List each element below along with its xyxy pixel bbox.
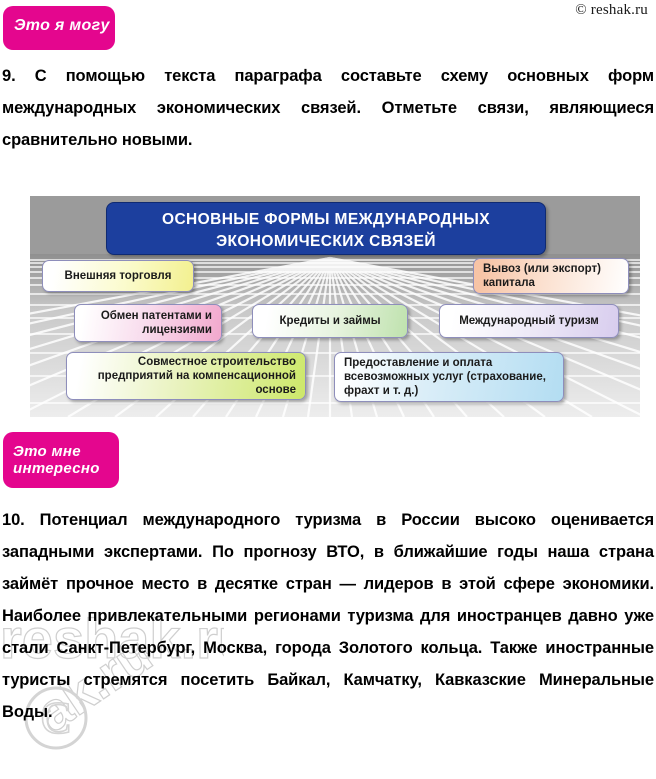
- badge-i-can-do-label: Это я могу: [14, 17, 110, 34]
- badge-interesting-line-2: интересно: [13, 460, 100, 477]
- diagram-node-trade-label: Внешняя торговля: [64, 270, 172, 282]
- diagram-node-joint-construction: Совместное строительство предприятий на …: [66, 352, 306, 400]
- badge-interesting-to-me: Это мне интересно: [3, 432, 119, 488]
- diagram-node-patents: Обмен патентами и лицензиями: [74, 304, 222, 342]
- badge-i-can-do: Это я могу: [3, 6, 115, 50]
- badge-interesting-line-1: Это мне: [13, 443, 81, 460]
- diagram-node-services: Предоставление и оплата всевозможных усл…: [334, 352, 564, 402]
- task-10-text: 10. Потенциал международного туризма в Р…: [2, 511, 654, 721]
- diagram-title-banner: ОСНОВНЫЕ ФОРМЫ МЕЖДУНАРОДНЫХ ЭКОНОМИЧЕСК…: [106, 202, 546, 255]
- diagram-node-trade: Внешняя торговля: [42, 260, 194, 292]
- copyright-notice: © reshak.ru: [575, 2, 648, 18]
- diagram-node-capital-export-label: Вывоз (или экспорт) капитала: [483, 263, 601, 289]
- economic-relations-diagram: ОСНОВНЫЕ ФОРМЫ МЕЖДУНАРОДНЫХ ЭКОНОМИЧЕСК…: [30, 196, 640, 417]
- diagram-node-capital-export: Вывоз (или экспорт) капитала: [473, 258, 629, 294]
- diagram-node-patents-label: Обмен патентами и лицензиями: [100, 310, 212, 336]
- diagram-node-joint-construction-label: Совместное строительство предприятий на …: [97, 356, 296, 396]
- task-9-text: 9. С помощью текста параграфа составьте …: [2, 67, 654, 149]
- diagram-node-credits-label: Кредиты и займы: [279, 315, 381, 327]
- diagram-node-credits: Кредиты и займы: [252, 304, 408, 338]
- diagram-node-services-label: Предоставление и оплата всевозможных усл…: [344, 357, 546, 397]
- diagram-title-line-1: ОСНОВНЫЕ ФОРМЫ МЕЖДУНАРОДНЫХ: [162, 211, 490, 228]
- diagram-node-international-tourism: Международный туризм: [439, 304, 619, 338]
- diagram-title-line-2: ЭКОНОМИЧЕСКИХ СВЯЗЕЙ: [216, 233, 436, 250]
- diagram-node-international-tourism-label: Международный туризм: [459, 315, 599, 327]
